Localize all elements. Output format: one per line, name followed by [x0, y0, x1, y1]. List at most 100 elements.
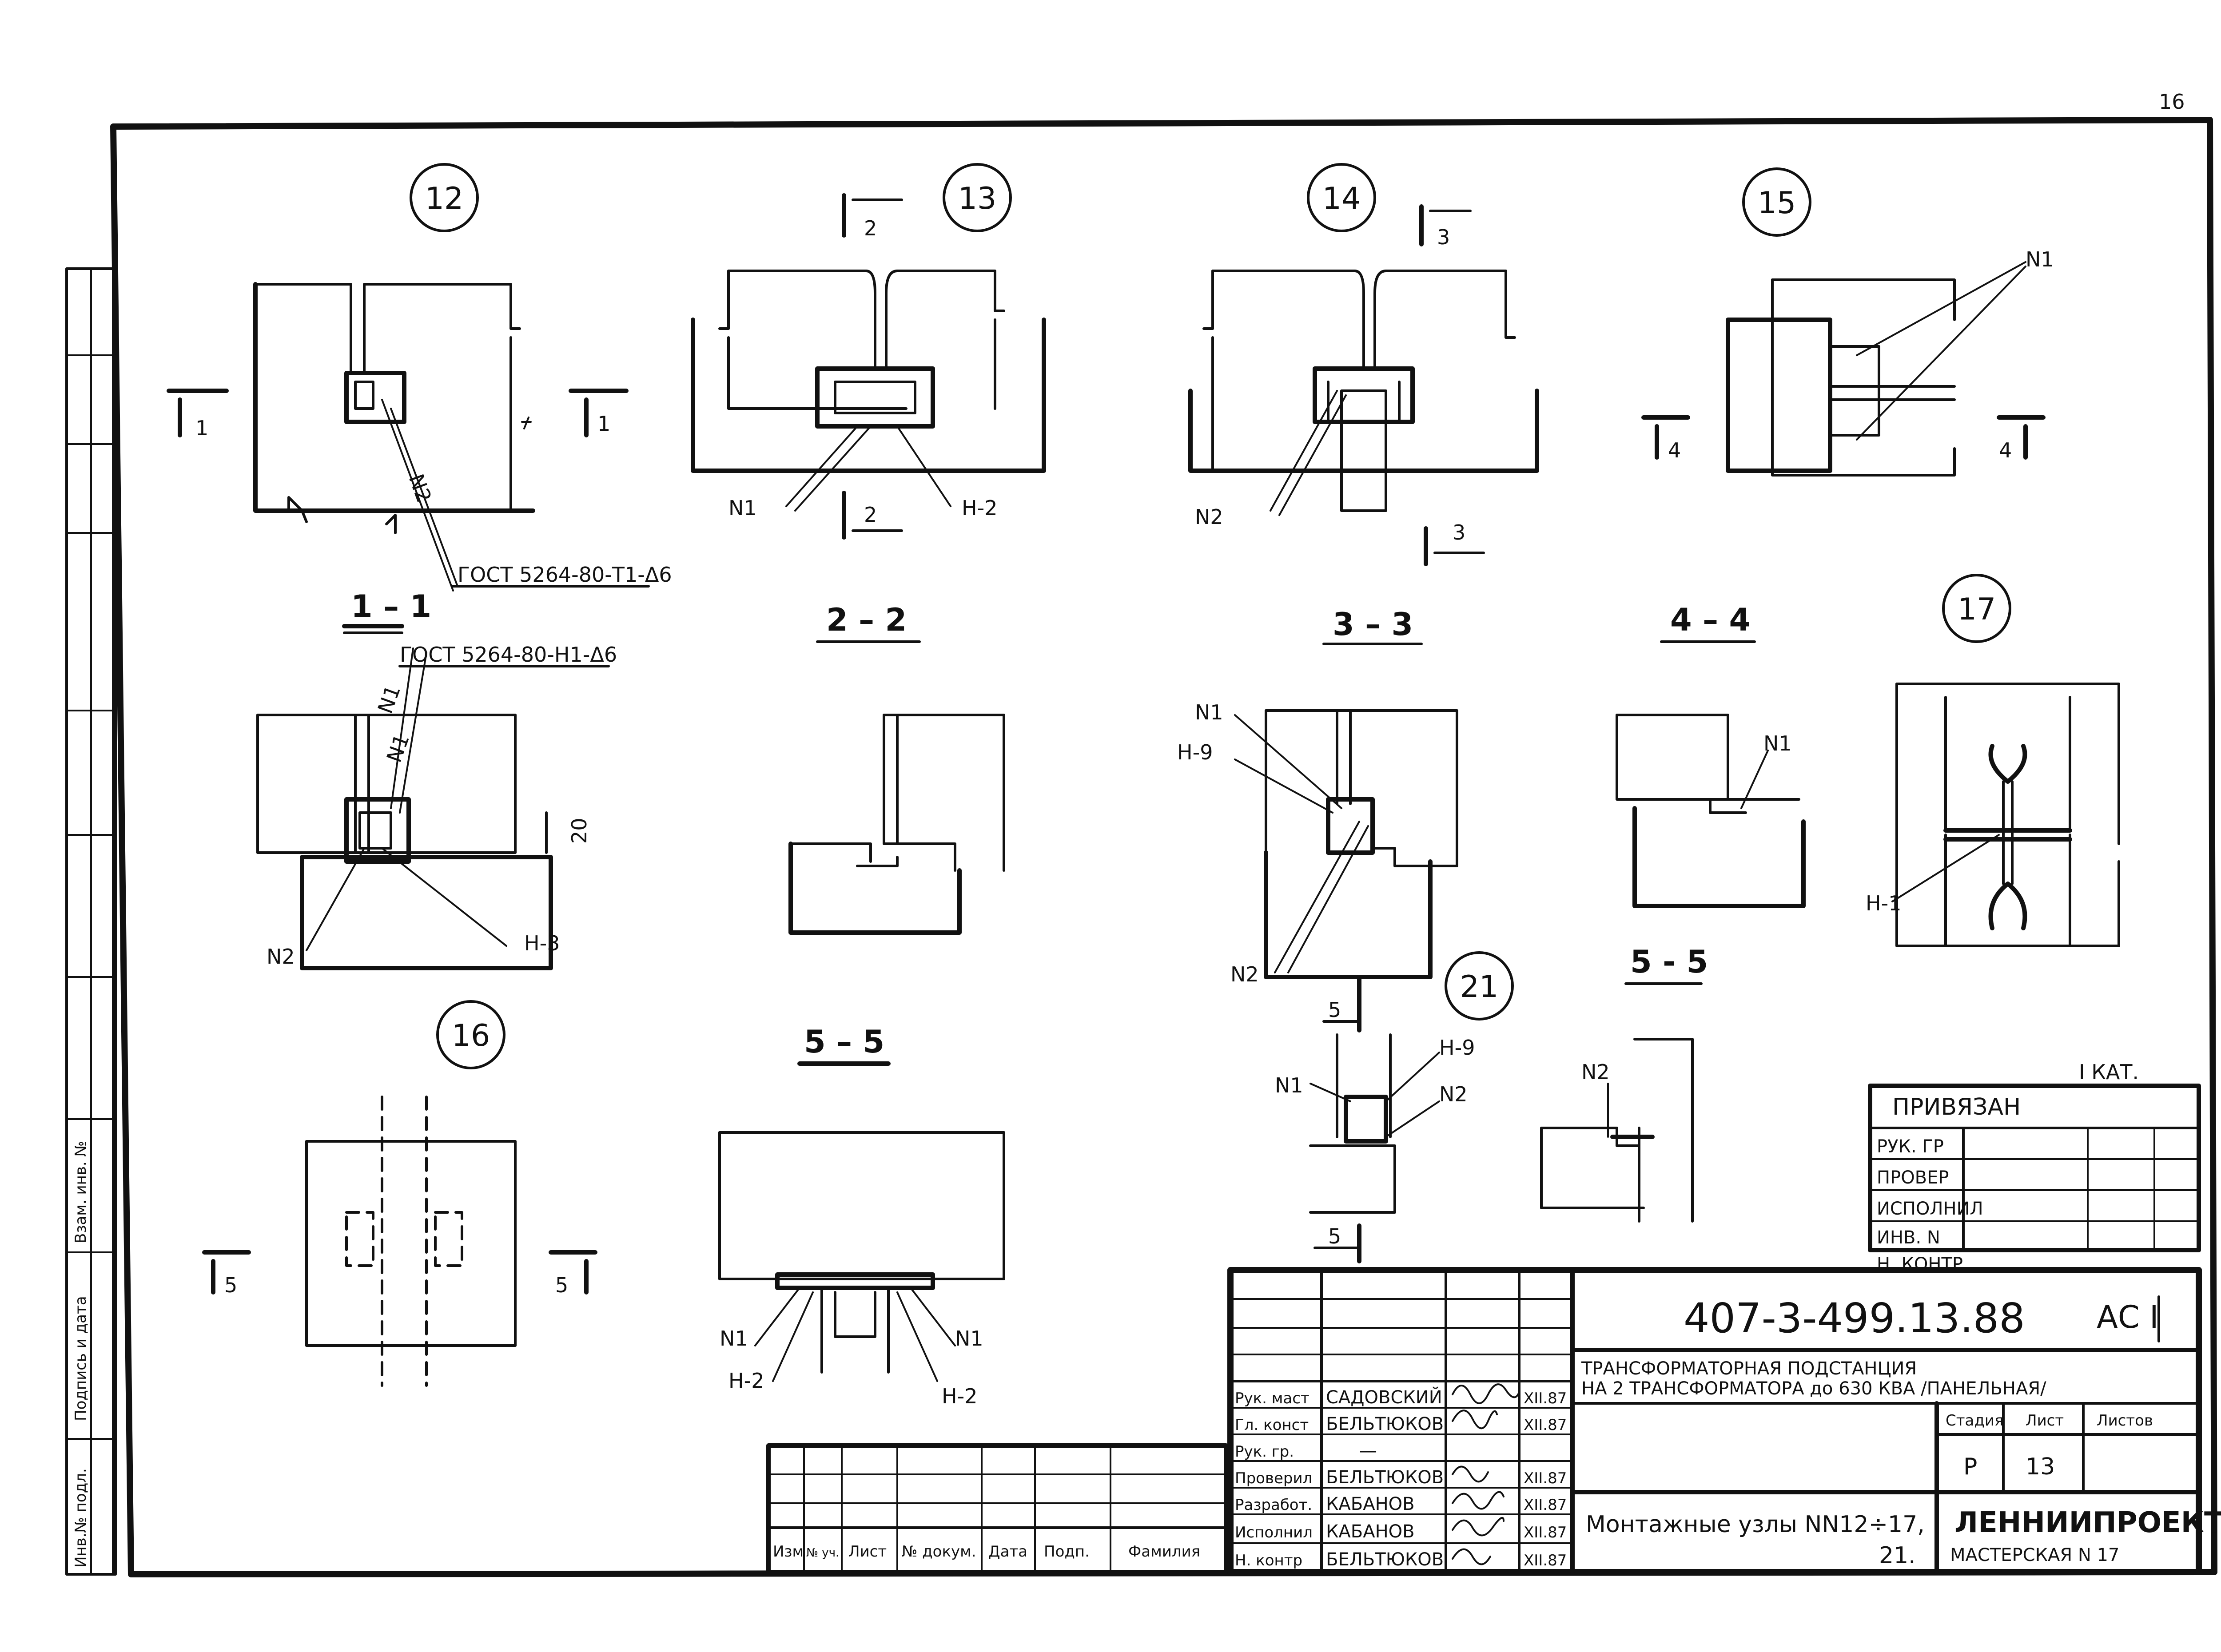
signatory-role-ruk-mast: Рук. маст — [1235, 1390, 1310, 1407]
section-5-5-a-h2-right: H-2 — [942, 1384, 977, 1408]
title-block-sheet-value: 13 — [2026, 1453, 2055, 1480]
title-block: 407-3-499.13.88 АС І ТРАНСФОРМАТОРНАЯ ПО… — [1227, 1267, 2221, 1575]
section-4-4: 4 – 4 N1 — [1616, 602, 1806, 908]
signatory-role-razrabot: Разработ. — [1235, 1496, 1312, 1514]
title-block-sheet-label: Лист — [2026, 1412, 2064, 1430]
title-block-stage-value: Р — [1963, 1453, 1977, 1480]
signatory-role-ispolnil: Исполнил — [1235, 1524, 1313, 1541]
section-2-2: 2 – 2 — [788, 602, 1005, 935]
detail-14: 14 3 N2 3 — [1188, 163, 1539, 566]
handwritten-signatures — [1452, 1383, 1520, 1565]
rev-header-list: Лист — [848, 1543, 887, 1561]
signatory-name-razrabot: КАБАНОВ — [1326, 1494, 1415, 1514]
signatory-date-ruk-mast: ХІІ.87 — [1524, 1390, 1567, 1407]
signatory-name-ruk-mast: САДОВСКИЙ — [1326, 1386, 1442, 1408]
title-block-org-line1: ЛЕННИИПРОЕКТ — [1954, 1506, 2221, 1539]
binding-block: ПРИВЯЗАН РУК. ГР ПРОВЕР ИСПОЛНИЛ ИНВ. N … — [1868, 1084, 2201, 1275]
title-block-mark: АС І — [2097, 1299, 2159, 1335]
section-1-1: 1 – 1 ГОСТ 5264-80-Н1-Δ6 N1 N1 20 N2 H-3 — [256, 588, 617, 970]
detail-number-14: 14 — [1322, 181, 1361, 216]
section-title-1-1: 1 – 1 — [351, 588, 431, 625]
signatory-date-ispolnil: ХІІ.87 — [1524, 1524, 1567, 1541]
section-4-4-n1: N1 — [1763, 731, 1792, 755]
cut-5-right-label: 5 — [555, 1273, 568, 1297]
signatory-date-n-kontr: ХІІ.87 — [1524, 1552, 1567, 1569]
section-3-3: 3 – 3 N1 H-9 N2 — [1177, 606, 1458, 986]
binding-title: ПРИВЯЗАН — [1892, 1094, 2021, 1120]
detail-17-h1: H-1 — [1866, 891, 1901, 915]
title-block-drawing-name-2: 21. — [1879, 1542, 1916, 1569]
detail-12-gost-weld: ГОСТ 5264-80-Т1-Δ6 — [458, 563, 672, 587]
detail-13: 13 2 N1 H-2 2 — [691, 163, 1046, 540]
detail-12: 12 N2 ГОСТ 5264-80-Т1-Δ6 1 1 — [167, 163, 672, 592]
section-title-5-5-b: 5 - 5 — [1630, 944, 1708, 980]
strip-label-inv-podl: Инв.№ подл. — [72, 1468, 90, 1568]
section-5-5-b-n2: N2 — [1581, 1060, 1610, 1084]
section-title-2-2: 2 – 2 — [826, 602, 907, 638]
rev-header-familiya: Фамилия — [1128, 1543, 1200, 1561]
signatory-role-n-kontr: Н. контр — [1235, 1552, 1302, 1569]
section-3-3-h9: H-9 — [1177, 740, 1213, 764]
cut-2-top-label: 2 — [864, 216, 877, 240]
rev-header-izm: Изм — [773, 1543, 804, 1561]
section-title-5-5-a: 5 – 5 — [804, 1024, 884, 1060]
strip-label-podpis-data: Подпись и дата — [72, 1296, 90, 1421]
detail-15-n1-label: N1 — [2026, 247, 2054, 271]
title-block-stage-label: Стадия — [1946, 1412, 2003, 1430]
detail-21: 21 5 N1 H-9 N2 5 — [1275, 951, 1514, 1263]
detail-21-n1: N1 — [1275, 1073, 1303, 1097]
cut-3-bottom-label: 3 — [1453, 520, 1465, 544]
section-5-5-a-n1-right: N1 — [955, 1326, 983, 1350]
cut-2-bottom-label: 2 — [864, 503, 877, 527]
binding-row-inv-n: ИНВ. N — [1877, 1227, 1940, 1248]
detail-number-12: 12 — [425, 181, 464, 216]
detail-14-n2-label: N2 — [1195, 505, 1223, 529]
cut-3-top-label: 3 — [1437, 225, 1450, 249]
rev-header-data: Дата — [988, 1543, 1027, 1561]
detail-number-15: 15 — [1758, 186, 1796, 221]
signatory-name-ispolnil: КАБАНОВ — [1326, 1521, 1415, 1542]
signatory-date-proveril: ХІІ.87 — [1524, 1469, 1567, 1487]
detail-17: 17 H-1 — [1866, 574, 2120, 947]
section-1-1-dim-20: 20 — [567, 818, 591, 844]
section-title-4-4: 4 – 4 — [1670, 602, 1751, 638]
section-title-3-3: 3 – 3 — [1333, 606, 1413, 643]
signatory-role-gl-konst: Гл. конст — [1235, 1416, 1309, 1434]
sheet-frame — [110, 117, 2217, 1577]
binding-row-ispolnil: ИСПОЛНИЛ — [1877, 1199, 1983, 1219]
section-3-3-n1: N1 — [1195, 700, 1223, 724]
cut-5-left-label: 5 — [224, 1273, 237, 1297]
cut-5-top-label: 5 — [1328, 998, 1341, 1022]
rev-header-n-dokum: № докум. — [902, 1543, 976, 1561]
section-5-5-a-n1-left: N1 — [720, 1326, 748, 1350]
detail-21-h9: H-9 — [1439, 1036, 1475, 1060]
title-block-title-line1: ТРАНСФОРМАТОРНАЯ ПОДСТАНЦИЯ — [1581, 1358, 1917, 1379]
cut-1-right-label: 1 — [597, 412, 610, 436]
binding-row-ruk-gr: РУК. ГР — [1877, 1136, 1944, 1157]
title-block-code: 407-3-499.13.88 — [1684, 1295, 2025, 1342]
detail-21-n2: N2 — [1439, 1082, 1468, 1106]
detail-15: 15 N1 4 4 — [1641, 167, 2054, 477]
detail-number-16: 16 — [452, 1018, 490, 1053]
cut-5-bottom-label: 5 — [1328, 1224, 1341, 1248]
section-5-5-b: 5 - 5 N2 — [1540, 944, 1708, 1223]
cut-1-left-label: 1 — [195, 416, 208, 440]
signatory-name-gl-konst: БЕЛЬТЮКОВ — [1326, 1414, 1444, 1434]
signatory-date-razrabot: ХІІ.87 — [1524, 1496, 1567, 1514]
section-5-5-a-h2-left: H-2 — [728, 1369, 764, 1393]
left-binding-strip: Инв.№ подл. Подпись и дата Взам. инв. № — [65, 267, 117, 1576]
revision-table: Изм № уч. Лист № докум. Дата Подп. Фамил… — [766, 1443, 1228, 1574]
rev-header-n-uch: № уч. — [806, 1546, 839, 1560]
binding-row-prover: ПРОВЕР — [1877, 1168, 1949, 1188]
detail-13-h2-label: H-2 — [962, 496, 997, 520]
detail-number-13: 13 — [958, 181, 997, 216]
detail-number-17: 17 — [1958, 592, 1996, 627]
signatory-role-proveril: Проверил — [1235, 1469, 1312, 1487]
section-5-5-a: 5 – 5 N1 N1 H-2 H-2 — [718, 1024, 1005, 1408]
cut-4-left-label: 4 — [1668, 438, 1681, 462]
section-1-1-n2: N2 — [267, 945, 295, 969]
detail-12-n2-label: N2 — [404, 471, 437, 505]
title-block-drawing-name-1: Монтажные узлы NN12÷17, — [1586, 1511, 1925, 1538]
detail-number-21: 21 — [1460, 969, 1499, 1005]
